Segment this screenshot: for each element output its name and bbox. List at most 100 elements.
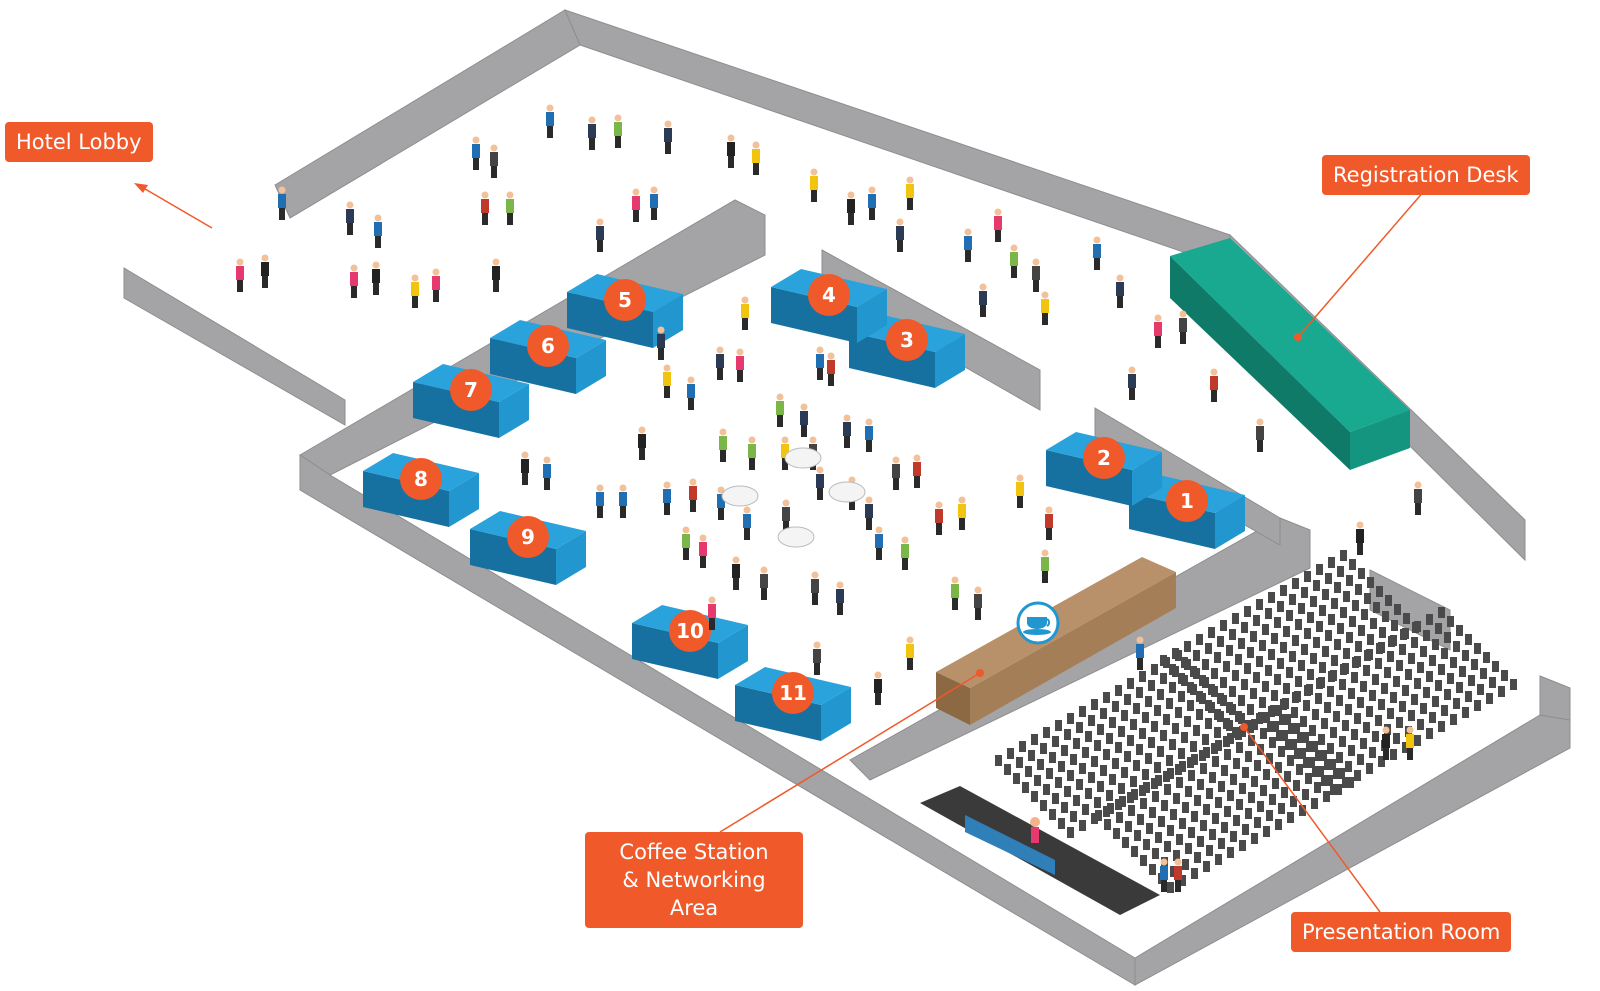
chair xyxy=(1163,771,1170,782)
chair xyxy=(1199,675,1206,686)
booth-marker xyxy=(1166,480,1208,522)
registration-desk-label[interactable]: Registration Desk xyxy=(1322,155,1530,195)
person xyxy=(752,141,760,175)
chair xyxy=(1140,855,1147,866)
chair xyxy=(1366,763,1373,774)
chair xyxy=(1049,752,1056,763)
chair xyxy=(1019,741,1026,752)
hotel-lobby-label[interactable]: Hotel Lobby xyxy=(5,122,153,162)
coffee-station-label[interactable]: Coffee Station & Networking Area xyxy=(585,832,803,928)
booth-6[interactable]: 6 xyxy=(490,320,606,394)
chair xyxy=(1167,768,1174,779)
chair xyxy=(1283,626,1290,637)
chair xyxy=(1103,749,1110,760)
person xyxy=(816,346,824,380)
chair xyxy=(1323,791,1330,802)
chair xyxy=(1088,715,1095,726)
chair xyxy=(1091,699,1098,710)
chair xyxy=(1317,766,1324,777)
chair xyxy=(1061,802,1068,813)
chair xyxy=(1331,598,1338,609)
chair xyxy=(1040,743,1047,754)
person xyxy=(546,104,554,138)
chair xyxy=(1287,812,1294,823)
chair xyxy=(1318,677,1325,688)
booth-11[interactable]: 11 xyxy=(735,667,851,741)
chair xyxy=(1244,606,1251,617)
chair xyxy=(1465,691,1472,702)
presentation-room-label[interactable]: Presentation Room xyxy=(1291,912,1512,952)
person xyxy=(843,414,851,448)
chair xyxy=(1405,669,1412,680)
chair xyxy=(1275,762,1282,773)
chair xyxy=(1145,696,1152,707)
chair xyxy=(1203,861,1210,872)
chair xyxy=(1426,728,1433,739)
booth-marker xyxy=(808,274,850,316)
chair xyxy=(1076,779,1083,790)
chair xyxy=(1303,700,1310,711)
booth-number: 4 xyxy=(822,283,836,307)
chair xyxy=(1224,749,1231,760)
chair xyxy=(1250,631,1257,642)
chair xyxy=(1172,648,1179,659)
booth-2[interactable]: 2 xyxy=(1046,432,1162,506)
chair xyxy=(1167,882,1174,893)
booth-marker xyxy=(507,516,549,558)
chair xyxy=(1176,777,1183,788)
person xyxy=(865,496,873,530)
chair xyxy=(1256,599,1263,610)
person xyxy=(1210,368,1218,402)
chair xyxy=(1266,753,1273,764)
chair xyxy=(1486,693,1493,704)
chair xyxy=(1164,841,1171,852)
chair xyxy=(1432,696,1439,707)
chair xyxy=(1360,681,1367,692)
chair xyxy=(1438,721,1445,732)
chair xyxy=(1013,773,1020,784)
chair xyxy=(1289,651,1296,662)
chair xyxy=(1351,672,1358,683)
chair xyxy=(1453,698,1460,709)
chair xyxy=(1145,753,1152,764)
chair xyxy=(1363,665,1370,676)
person xyxy=(1010,244,1018,278)
chair xyxy=(1327,743,1334,754)
chair xyxy=(1269,794,1276,805)
person xyxy=(760,566,768,600)
chair xyxy=(1423,630,1430,641)
chair xyxy=(1208,684,1215,695)
chair xyxy=(1151,664,1158,675)
chair xyxy=(1149,807,1156,818)
booth-7[interactable]: 7 xyxy=(413,364,529,438)
chair xyxy=(1342,663,1349,674)
chair xyxy=(1157,689,1164,700)
chair xyxy=(1215,740,1222,751)
chair xyxy=(1471,659,1478,670)
chair xyxy=(1232,727,1239,738)
chair xyxy=(1402,628,1409,639)
chair xyxy=(1354,713,1361,724)
chair xyxy=(1325,630,1332,641)
coffee-station[interactable] xyxy=(719,557,1176,833)
chair xyxy=(1329,759,1336,770)
booth-9[interactable]: 9 xyxy=(470,511,586,585)
chair xyxy=(1064,729,1071,740)
chair xyxy=(1334,639,1341,650)
chair xyxy=(1342,720,1349,731)
chair xyxy=(1320,750,1327,761)
chair xyxy=(1319,605,1326,616)
chair xyxy=(1294,748,1301,759)
registration-desk[interactable] xyxy=(1170,189,1426,470)
booth-4[interactable]: 4 xyxy=(771,269,887,343)
booth-10[interactable]: 10 xyxy=(632,605,748,679)
chair xyxy=(1378,756,1385,767)
presentation-stage xyxy=(920,786,1160,915)
chair xyxy=(1139,728,1146,739)
person xyxy=(1016,474,1024,508)
booth-number: 7 xyxy=(464,378,478,402)
person xyxy=(596,484,604,518)
chair xyxy=(1202,734,1209,745)
booth-8[interactable]: 8 xyxy=(363,453,479,527)
chair xyxy=(1394,604,1401,615)
